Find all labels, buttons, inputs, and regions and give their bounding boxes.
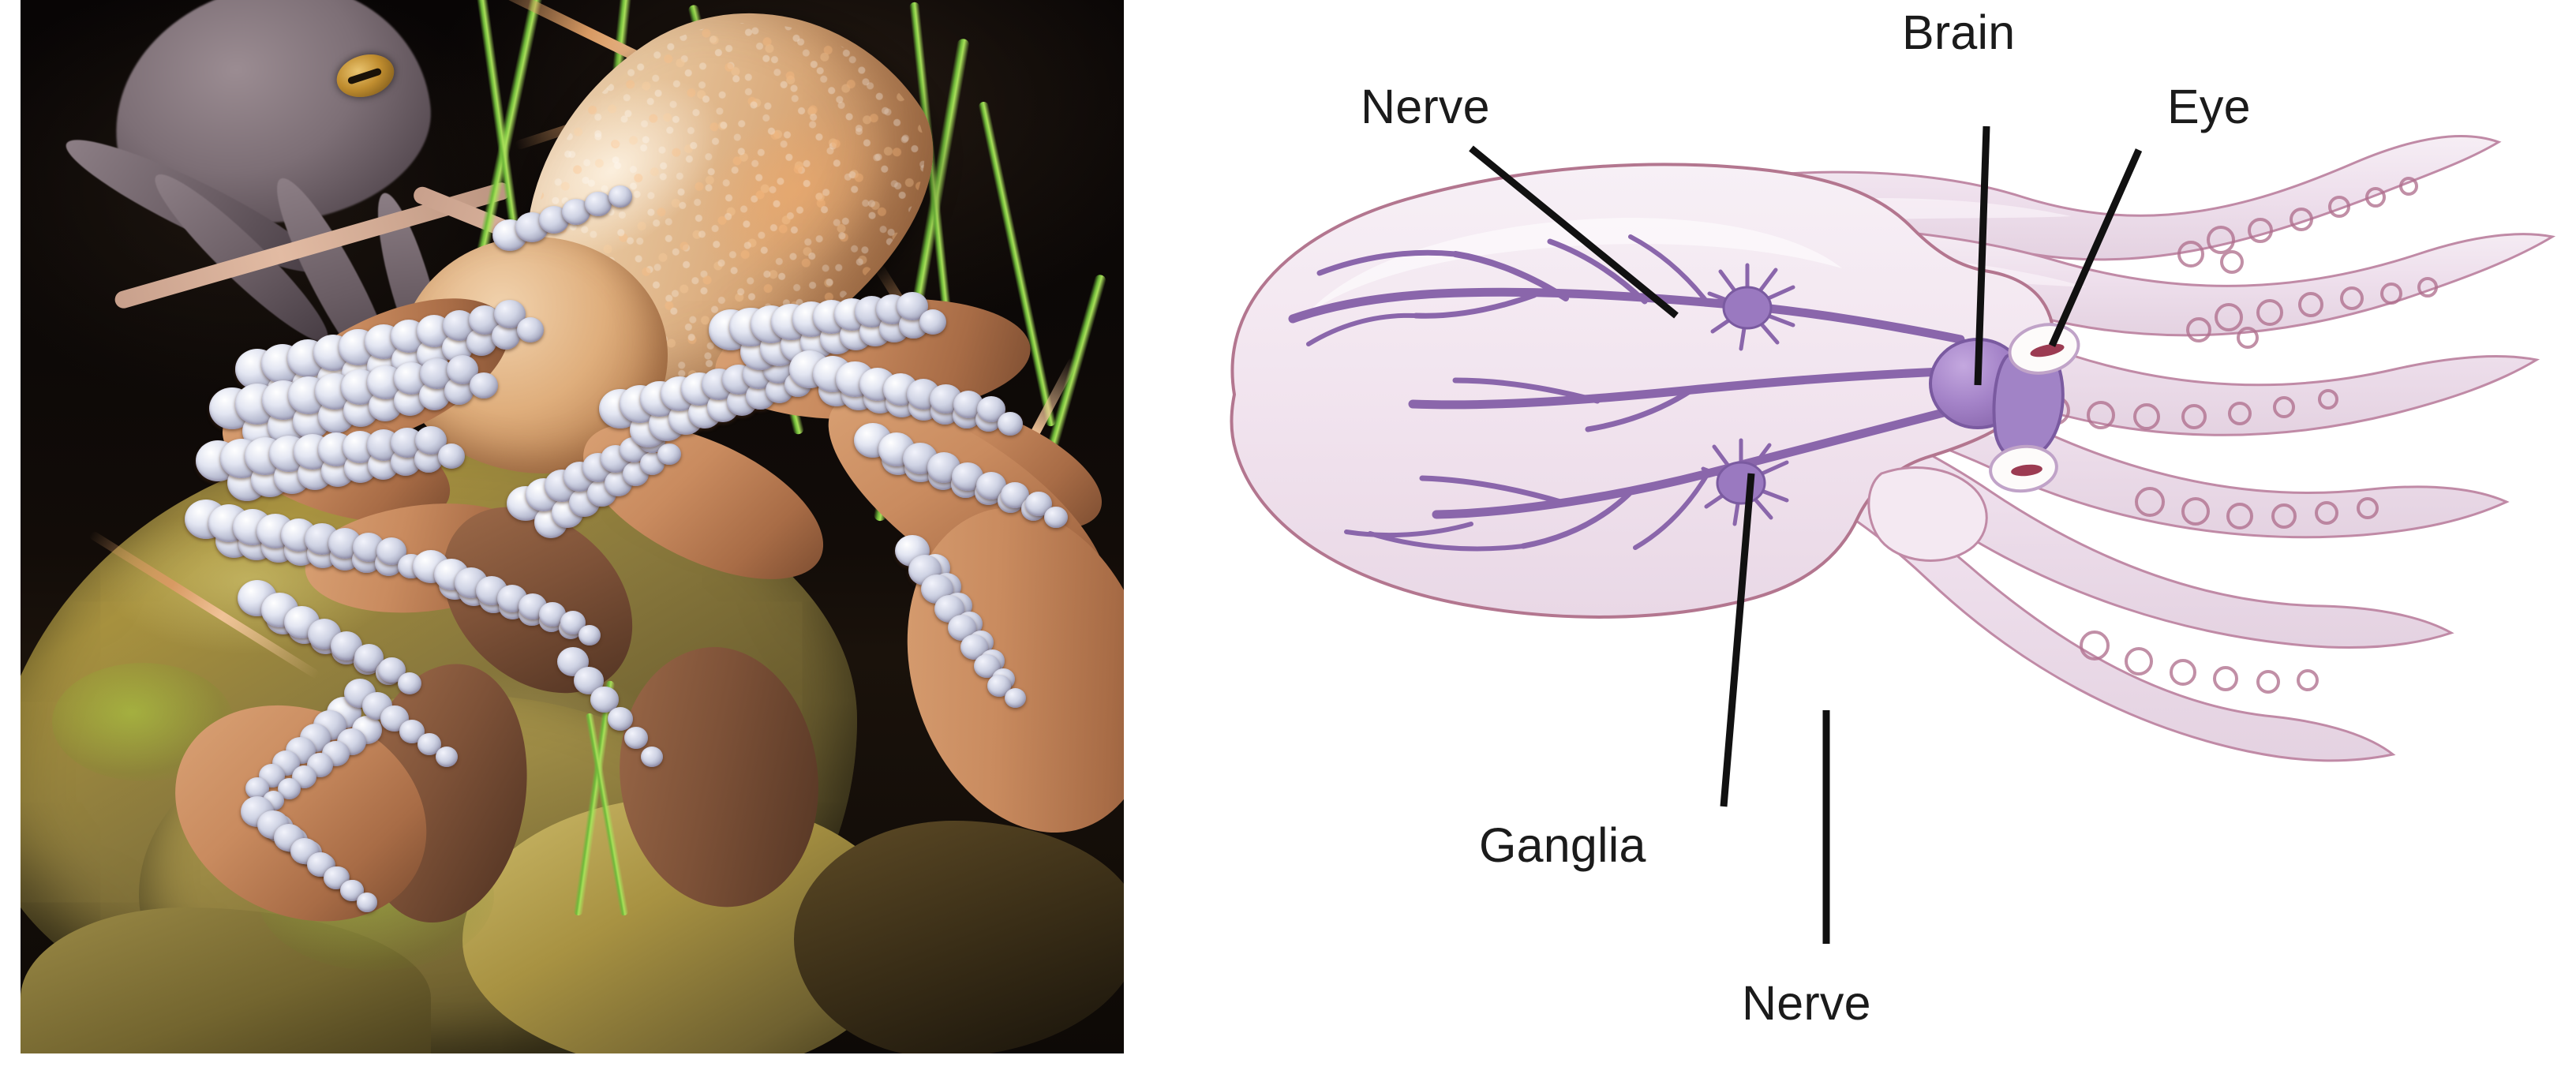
nerve-network: [1288, 234, 1965, 552]
octopus-nervous-system-diagram-panel: Brain Eye Nerve Ganglia Nerve: [1124, 0, 2576, 1074]
siphon-funnel: [1867, 466, 1988, 562]
sucker: [657, 443, 681, 466]
eye-pupil: [2011, 464, 2042, 477]
ganglion-upper: [1707, 263, 1795, 351]
eye-pupil: [2030, 343, 2065, 357]
sucker: [623, 726, 649, 749]
leader-line-eye: [2048, 148, 2143, 347]
sucker: [357, 893, 378, 912]
sucker: [1004, 687, 1026, 708]
sucker: [436, 747, 458, 767]
eye-lower: [1989, 444, 2058, 493]
leader-line-ganglia: [1720, 473, 1755, 807]
sucker: [607, 706, 634, 731]
label-ganglia: Ganglia: [1479, 818, 1646, 872]
label-nerve-bottom: Nerve: [1742, 976, 1871, 1030]
nerve-trunk-upper: [1288, 287, 1965, 344]
rock-shadow-right: [794, 821, 1124, 1053]
leader-lines: [1469, 125, 2143, 944]
sucker: [397, 672, 422, 695]
label-brain: Brain: [1902, 6, 2016, 59]
leader-line-nerve-top: [1469, 145, 1679, 319]
sucker: [919, 309, 947, 335]
label-eye: Eye: [2167, 80, 2251, 133]
sucker: [578, 624, 601, 646]
sucker: [469, 372, 498, 399]
mantle-highlight: [1305, 218, 1842, 316]
sucker: [641, 747, 663, 767]
eye-upper: [2008, 323, 2080, 375]
sucker: [1044, 506, 1068, 529]
arm-suckers: [2040, 177, 2438, 694]
sucker: [437, 443, 466, 470]
sucker: [516, 316, 545, 343]
ganglion-nodes: [1701, 263, 1795, 526]
octopus-photograph-panel: [21, 0, 1124, 1053]
sucker: [998, 411, 1024, 436]
octopus-anatomy-svg: [1230, 125, 2556, 944]
leader-line-brain: [1974, 125, 1990, 386]
sucker: [608, 185, 633, 208]
sucker: [585, 192, 612, 217]
label-nerve-top: Nerve: [1361, 80, 1490, 133]
